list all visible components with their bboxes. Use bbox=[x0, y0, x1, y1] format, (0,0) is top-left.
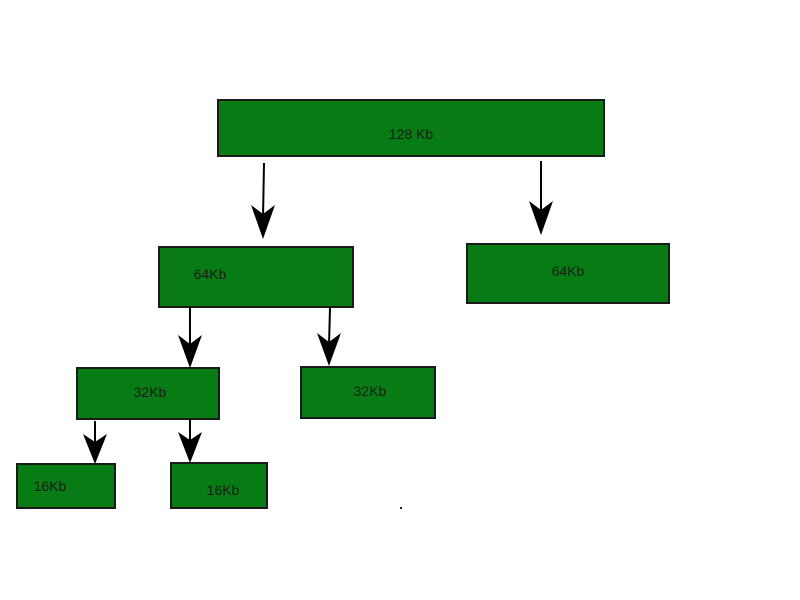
arrow-left-32-to-right-16 bbox=[178, 419, 202, 463]
block-32kb-right: 32Kb bbox=[300, 366, 436, 419]
block-16kb-left-label: 16Kb bbox=[33, 478, 67, 494]
block-128kb-label: 128 Kb bbox=[388, 126, 434, 142]
arrow-root-to-right-64 bbox=[529, 161, 553, 235]
block-64kb-left: 64Kb bbox=[158, 246, 354, 308]
arrow-left-32-to-left-16 bbox=[83, 421, 107, 464]
block-64kb-right: 64Kb bbox=[466, 243, 670, 304]
block-64kb-right-label: 64Kb bbox=[551, 262, 585, 279]
arrow-left-64-to-right-32 bbox=[317, 307, 341, 366]
block-16kb-right: 16Kb bbox=[170, 462, 268, 509]
block-16kb-left: 16Kb bbox=[16, 463, 116, 509]
arrow-left-64-to-left-32 bbox=[178, 308, 202, 368]
block-32kb-left: 32Kb bbox=[76, 367, 220, 420]
stray-dot bbox=[400, 507, 402, 509]
block-64kb-left-label: 64Kb bbox=[193, 266, 227, 282]
block-32kb-right-label: 32Kb bbox=[353, 382, 387, 399]
arrow-root-to-left-64 bbox=[251, 162, 275, 239]
block-128kb: 128 Kb bbox=[217, 99, 605, 157]
block-32kb-left-label: 32Kb bbox=[133, 383, 167, 400]
block-16kb-right-label: 16Kb bbox=[206, 481, 240, 498]
